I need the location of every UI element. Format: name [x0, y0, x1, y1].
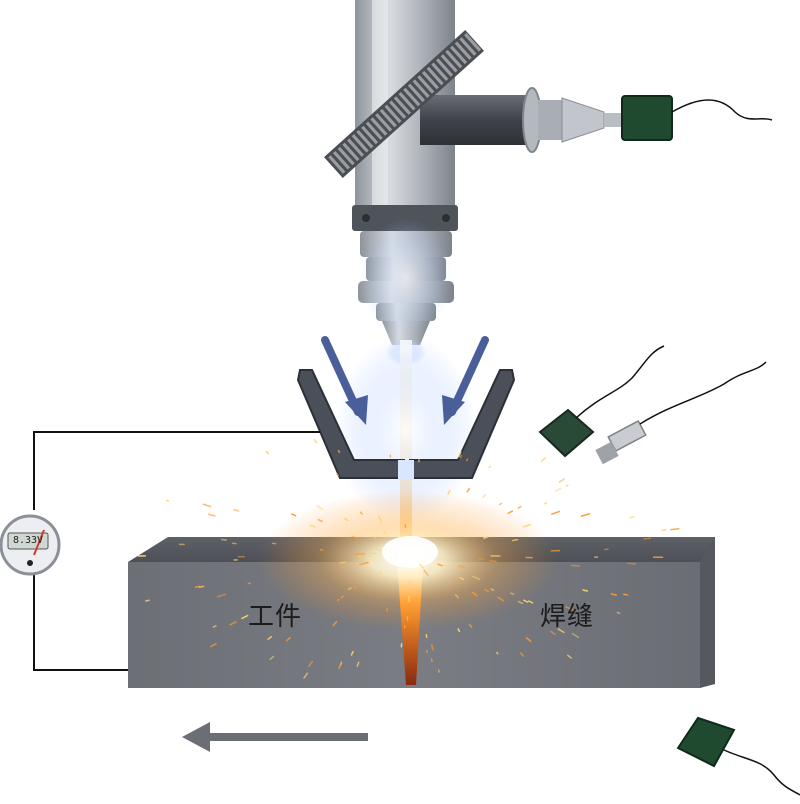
spark: [209, 514, 215, 516]
spark: [203, 504, 210, 506]
arm-sensor-wire: [672, 100, 772, 120]
arm-coupler: [538, 100, 562, 140]
nozzle-guide-core: [398, 460, 414, 480]
collar-screw: [362, 214, 370, 222]
spark: [461, 455, 462, 457]
collar-screw: [442, 214, 450, 222]
sensor-plate-right-mid: [540, 410, 593, 456]
spark: [146, 600, 149, 601]
workpiece-right-face: [700, 537, 715, 688]
spark: [544, 503, 546, 504]
circuit-wire: [34, 432, 320, 510]
circuit-wire-return: [34, 575, 128, 670]
spark: [467, 459, 468, 461]
spark: [167, 500, 169, 501]
spark: [483, 495, 486, 498]
spark: [559, 479, 564, 482]
spark: [556, 488, 561, 491]
spark: [541, 458, 545, 462]
side-arm: [420, 88, 772, 152]
direction-arrow-shaft: [205, 733, 368, 741]
arrow-left-icon: [182, 722, 368, 752]
spark: [644, 538, 650, 539]
sensor-plate-icon: [540, 346, 664, 456]
spark: [572, 565, 580, 566]
spark: [500, 503, 502, 504]
spark: [444, 565, 447, 566]
spark: [376, 549, 380, 550]
spark: [552, 511, 560, 514]
spark: [513, 540, 518, 541]
spark: [671, 529, 679, 530]
spark: [339, 451, 340, 452]
probe-wire: [640, 362, 766, 424]
nozzle-blue-glow: [360, 218, 452, 338]
spark: [467, 489, 469, 492]
spark: [490, 561, 496, 562]
workpiece-block: [128, 490, 715, 688]
spark: [581, 514, 589, 516]
sensor-plate-bottom-wire: [724, 750, 800, 795]
workpiece-label: 工件: [248, 596, 302, 633]
spark: [497, 653, 498, 654]
spark: [518, 507, 521, 508]
spark: [432, 645, 433, 650]
weld-core: [382, 536, 438, 568]
spark: [380, 523, 381, 524]
arm-cone: [562, 98, 604, 142]
spark: [200, 586, 204, 587]
probe-body: [608, 421, 646, 451]
probe-icon: [595, 362, 766, 464]
spark: [340, 562, 345, 563]
spark: [338, 599, 340, 600]
direction-arrow-head: [182, 722, 210, 752]
meter-readout: 8.33V: [9, 534, 47, 548]
spark: [267, 452, 269, 454]
arm-bar: [420, 95, 530, 145]
spark: [491, 589, 493, 590]
sensor-wire: [576, 346, 664, 418]
spark: [566, 485, 568, 486]
spark: [315, 440, 317, 443]
arm-tip: [604, 113, 622, 127]
spark: [624, 594, 628, 595]
spark: [337, 474, 338, 475]
spark: [617, 613, 619, 614]
spark: [484, 537, 488, 538]
spark: [630, 517, 635, 518]
spark: [489, 467, 490, 468]
spark: [387, 609, 388, 611]
spark: [234, 510, 238, 511]
spark: [583, 590, 587, 591]
sensor-plate-bottom: [678, 718, 734, 766]
arm-sensor-plate: [622, 96, 672, 140]
weld-seam-label: 焊缝: [540, 596, 594, 633]
meter-terminal: [27, 560, 33, 566]
sensor-plate-bottom-icon: [678, 718, 800, 795]
